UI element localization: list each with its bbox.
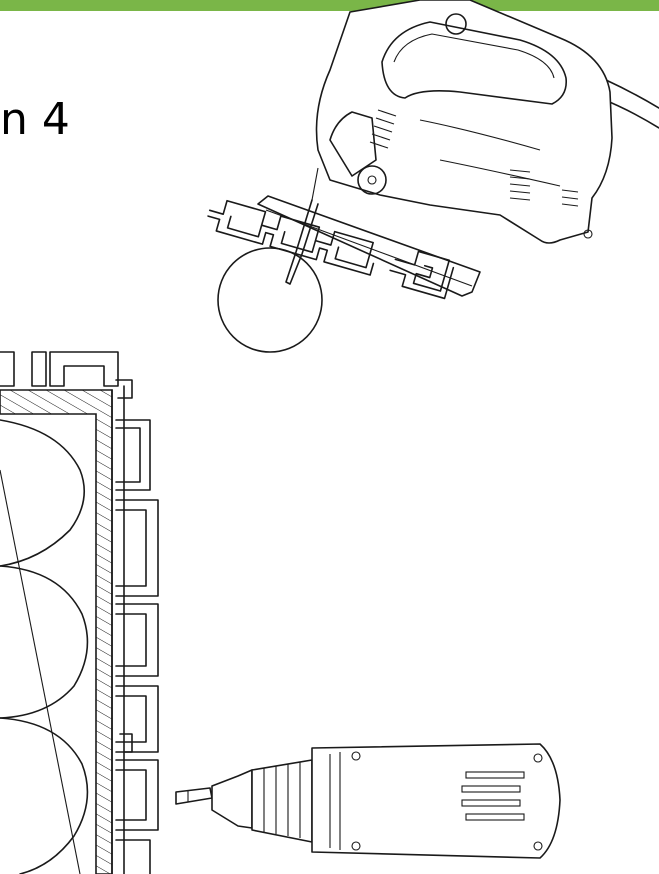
wall-section [0,351,159,874]
jigsaw-icon [257,0,659,297]
step-heading: n 4 [0,94,70,145]
header-accent-bar [0,0,659,11]
drill-icon [175,743,561,859]
detail-circle [217,247,323,353]
profile-strip [207,199,455,300]
